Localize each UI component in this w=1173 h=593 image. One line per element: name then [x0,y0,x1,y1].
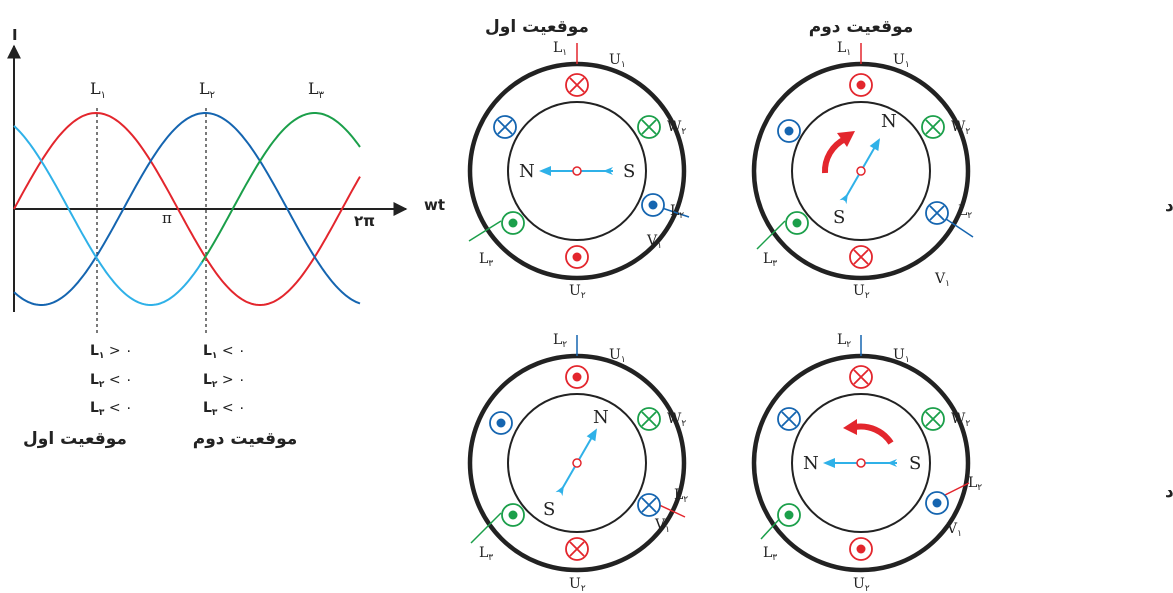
rotation-arrow-clockwise [821,136,847,174]
winding-label-v1: V۱ [654,517,670,535]
motor-title: موقعیت اول [485,17,589,37]
waveform-panel: I wt π ۲π L۱ L۲ L۳ L۱ > ۰ L۲ < ۰ L۳ < ۰ … [6,26,445,449]
svg-text:L۲ < ۰: L۲ < ۰ [90,372,133,390]
rotation-arrowhead [843,419,857,435]
winding-label-w2: W۲ [667,411,686,429]
svg-text:L۳ < ۰: L۳ < ۰ [90,400,133,418]
pole-n: N [519,161,535,182]
y-axis-label: I [12,26,18,44]
line-label-left: L۳ [479,251,493,269]
svg-text:L۱ > ۰: L۱ > ۰ [90,343,133,361]
slot-w1 [501,503,525,527]
line-label-top: L۲ [553,332,567,350]
winding-label-v1: V۱ [934,271,950,289]
winding-label-w2: W۲ [951,119,970,137]
line-label-right: L۲ [968,475,982,493]
slot-v1 [641,193,665,217]
line-label-top: L۱ [553,40,567,58]
slot-u2 [849,537,873,561]
line-label-right: L۲ [674,487,688,505]
pole-s: S [909,453,921,474]
slot-v2 [489,411,513,435]
slot-w2 [921,407,945,431]
slot-u2 [565,245,589,269]
svg-text:L۲ > ۰: L۲ > ۰ [203,372,246,390]
slot-w1 [501,211,525,235]
slot-w2 [637,115,661,139]
row-label-motor1: موتور اول راست‌گرد [1165,195,1173,216]
pole-s: S [623,161,635,182]
line-label-top: L۱ [837,40,851,58]
svg-text:L۱ < ۰: L۱ < ۰ [203,343,246,361]
winding-label-w2: W۲ [667,119,686,137]
pole-n: N [881,111,897,132]
motor-position2: موقعیت دوم L۱ U۱ W۲ L۲ V۱ L۳ U۲ N S [751,17,974,301]
winding-label-u1: U۱ [893,52,910,70]
slot-v1 [637,493,661,517]
motor-position3: L۲ U۱ W۲ L۲ V۱ L۳ U۲ N S [467,332,688,593]
slot-w1 [777,503,801,527]
slot-w2 [921,115,945,139]
peak-label-l3: L۳ [308,79,325,101]
slot-v2 [777,119,801,143]
x-axis-label: wt [424,196,445,214]
pole-s: S [833,207,845,228]
rotor-field [839,138,880,205]
line-label-right: L۲ [670,203,684,221]
slot-w1 [785,211,809,235]
line-label-left: L۳ [763,545,777,563]
wave-l2 [13,112,361,306]
slot-v1 [925,201,949,225]
peak-label-l1: L۱ [90,79,106,101]
slot-u2 [565,537,589,561]
slot-v2 [493,115,517,139]
wave-l3 [199,112,361,266]
winding-label-u2: U۲ [569,576,586,593]
condition-title-position1: موقعیت اول [23,429,127,449]
winding-label-u1: U۱ [609,52,626,70]
line-label-left: L۳ [763,251,777,269]
rotation-arrowhead [837,131,855,147]
line-label-right: L۲ [958,203,972,221]
two-pi-label: ۲π [354,212,375,230]
motor-position1: موقعیت اول L۱ U۱ W۲ L۲ V۱ L۳ U۲ N S [467,17,690,301]
rotor-field: N S [519,161,635,182]
winding-label-u1: U۱ [893,347,910,365]
condition-title-position2: موقعیت دوم [193,429,298,449]
rotation-arrow-counterclockwise [854,423,894,445]
rotor-field: N S [803,453,921,474]
slot-u1 [565,365,589,389]
slot-w2 [637,407,661,431]
winding-label-u2: U۲ [853,576,870,593]
rotor-field [555,428,597,497]
slot-v2 [777,407,801,431]
pole-n: N [803,453,819,474]
winding-label-u2: U۲ [569,283,586,301]
conditions-position1: L۱ > ۰ L۲ < ۰ L۳ < ۰ موقعیت اول [23,343,133,449]
wave-l3-light [13,125,203,306]
motor-position4: L۲ U۱ W۲ L۲ V۱ L۳ U۲ N S [751,332,982,593]
pi-label: π [162,209,172,227]
slot-u2 [849,245,873,269]
svg-text:L۳ < ۰: L۳ < ۰ [203,400,246,418]
slot-u1 [849,365,873,389]
wave-l1 [13,111,361,307]
peak-label-l2: L۲ [199,79,215,101]
motor-title: موقعیت دوم [809,17,914,37]
winding-label-v1: V۱ [946,521,962,539]
pole-s: S [543,499,555,520]
pole-n: N [593,407,609,428]
winding-label-w2: W۲ [951,411,970,429]
winding-label-u2: U۲ [853,283,870,301]
slot-u1 [565,73,589,97]
slot-v1 [925,491,949,515]
conditions-position2: L۱ < ۰ L۲ > ۰ L۳ < ۰ موقعیت دوم [193,343,298,449]
line-label-top: L۲ [837,332,851,350]
slot-u1 [849,73,873,97]
row-label-motor2: موتور دوم چپ‌گرد [1165,481,1173,502]
line-label-left: L۳ [479,545,493,563]
winding-label-u1: U۱ [609,347,626,365]
winding-label-v1: V۱ [646,233,662,251]
